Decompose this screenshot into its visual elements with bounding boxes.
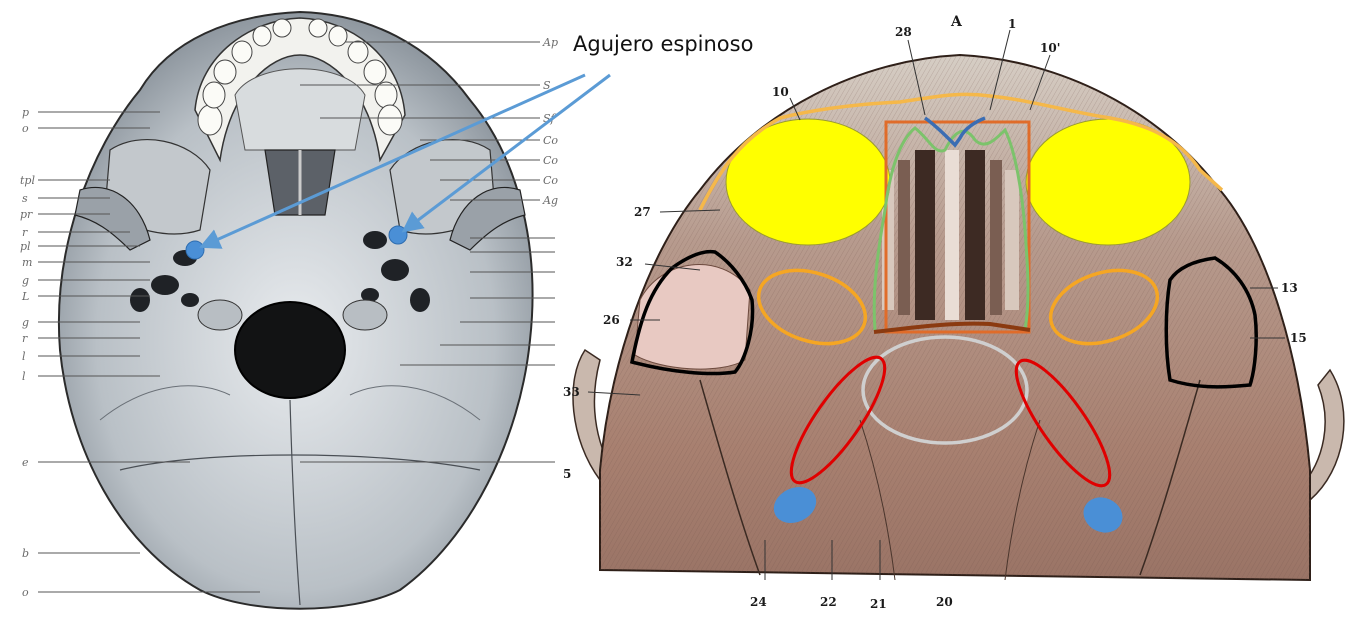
right-figure-leaders (587, 29, 1285, 580)
left-figure-left-labels: p o tpl s pr r pl m g L g r l l e b o (20, 106, 35, 599)
orange-rectangle (884, 120, 1031, 334)
letter-A: A (950, 14, 963, 30)
right-tick-label: S (543, 79, 551, 92)
left-tick-label: tpl (20, 174, 35, 187)
callout-arrow-left (199, 73, 586, 249)
right-tick-label: Co (543, 134, 558, 147)
red-ellipse-right (1014, 358, 1112, 488)
teeth (197, 18, 403, 136)
left-tick-label: pl (20, 240, 31, 253)
label-32: 32 (616, 255, 633, 269)
green-outline (872, 126, 1030, 331)
right-tick-label: Ap (542, 36, 558, 49)
label-21: 21 (870, 597, 887, 611)
left-tick-label: l (22, 370, 26, 383)
left-tick-label: pr (20, 208, 33, 221)
foramen-spinosum-marker-left (185, 240, 205, 260)
red-ellipse-left (789, 355, 887, 485)
hard-palate (234, 68, 366, 151)
left-figure-right-labels: Ap S Sf Co Co Co Ag (542, 36, 558, 207)
orange-ellipse-right (1048, 268, 1160, 346)
foramen-magnum (234, 301, 346, 399)
callout-label: Agujero espinoso (573, 32, 754, 56)
right-tick-label: Co (543, 154, 558, 167)
left-tick-label: L (21, 290, 29, 303)
label-13: 13 (1281, 281, 1298, 295)
label-26: 26 (603, 313, 620, 327)
label-33: 33 (563, 385, 580, 399)
left-tick-label: m (22, 256, 32, 269)
blue-septum-mark (923, 116, 986, 148)
left-tick-label: g (22, 274, 29, 287)
nasal-cavity-strips (882, 150, 1019, 320)
black-outline-left (629, 249, 755, 376)
label-5: 5 (563, 467, 571, 481)
label-20: 20 (936, 595, 953, 609)
label-27: 27 (634, 205, 651, 219)
label-15: 15 (1290, 331, 1307, 345)
callout-arrows (199, 73, 611, 249)
left-tick-label: p (22, 106, 29, 119)
blue-oval-right (1083, 497, 1123, 533)
left-figure-right-leaders (300, 41, 555, 463)
label-10: 10 (772, 85, 789, 99)
label-22: 22 (820, 595, 837, 609)
left-figure-left-leaders (38, 111, 260, 593)
left-tick-label: e (22, 456, 29, 469)
left-tick-label: s (22, 192, 28, 205)
right-section-figure: A 28 1 10' 10 27 32 26 33 5 13 15 24 22 … (563, 14, 1345, 611)
left-tick-label: b (22, 547, 29, 560)
grey-ellipse (861, 335, 1029, 445)
left-tick-label: g (22, 316, 29, 329)
label-1: 1 (1008, 17, 1016, 31)
orange-ellipse-left (756, 268, 868, 346)
blue-oval-left (773, 487, 817, 523)
brown-base-line (873, 321, 1031, 334)
left-tick-label: r (22, 226, 28, 239)
left-tick-label: o (22, 586, 29, 599)
label-10p: 10' (1040, 41, 1060, 55)
callout-arrow-right (401, 73, 611, 233)
label-28: 28 (895, 25, 912, 39)
tan-boundary-line (698, 92, 1224, 211)
black-outline-right (1164, 256, 1258, 389)
left-tick-label: r (22, 332, 28, 345)
label-24: 24 (750, 595, 767, 609)
left-skull-figure: Ap S Sf Co Co Co Ag (20, 10, 558, 610)
left-tick-label: l (22, 350, 26, 363)
right-tick-label: Ag (542, 194, 558, 207)
right-tick-label: Co (543, 174, 558, 187)
left-tick-label: o (22, 122, 29, 135)
